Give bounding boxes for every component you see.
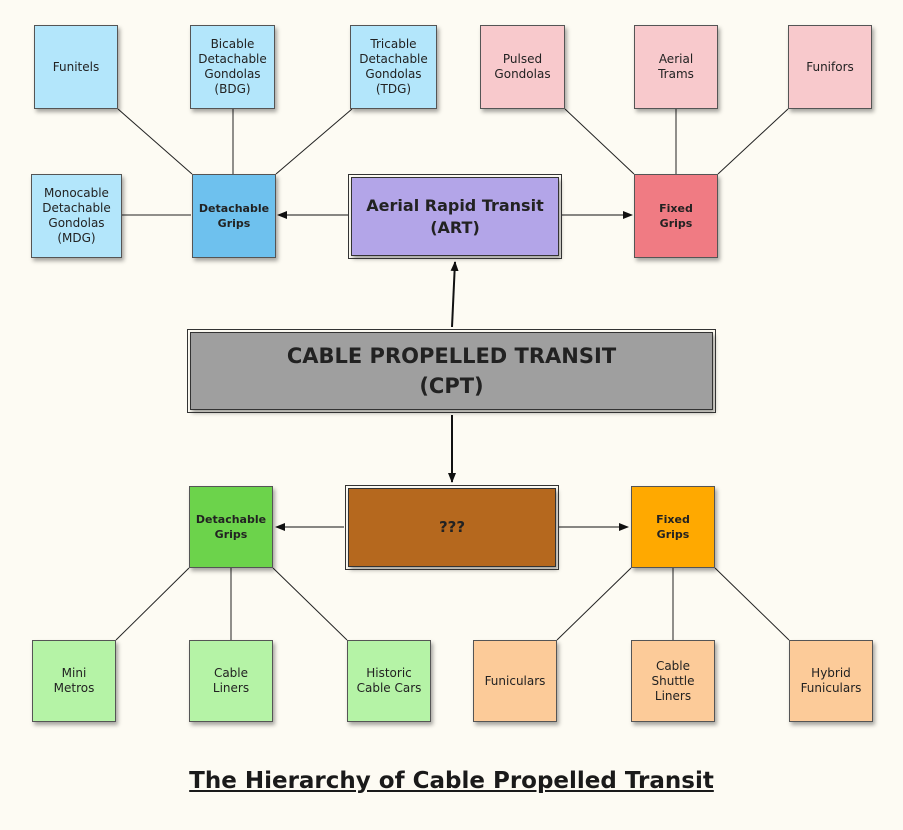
hybrid-funiculars-node: Hybrid Funiculars <box>789 640 873 722</box>
connector-line <box>714 567 790 641</box>
funiculars-node: Funiculars <box>473 640 557 722</box>
connector-line <box>117 108 193 175</box>
connector-line <box>564 108 635 175</box>
ground-fixed-grips-node: Fixed Grips <box>631 486 715 568</box>
diagram-caption: The Hierarchy of Cable Propelled Transit <box>189 768 714 794</box>
art-detachable-grips-node: Detachable Grips <box>192 174 276 258</box>
art-node: Aerial Rapid Transit (ART) <box>348 174 562 259</box>
cable-shuttle-liners-node: Cable Shuttle Liners <box>631 640 715 722</box>
connector-line <box>115 567 190 641</box>
cpt-root-node: CABLE PROPELLED TRANSIT (CPT) <box>187 329 716 413</box>
aerial-trams-node: Aerial Trams <box>634 25 718 109</box>
bdg-node: Bicable Detachable Gondolas (BDG) <box>190 25 275 109</box>
cable-liners-node: Cable Liners <box>189 640 273 722</box>
connector-line <box>717 108 789 175</box>
funifors-node: Funifors <box>788 25 872 109</box>
mdg-node: Monocable Detachable Gondolas (MDG) <box>31 174 122 258</box>
mini-metros-node: Mini Metros <box>32 640 116 722</box>
art-fixed-grips-node: Fixed Grips <box>634 174 718 258</box>
historic-cable-cars-node: Historic Cable Cars <box>347 640 431 722</box>
arrow-cpt-to-art <box>450 261 459 328</box>
unknown-node: ??? <box>345 485 559 570</box>
pulsed-gondolas-node: Pulsed Gondolas <box>480 25 565 109</box>
connector-line <box>272 567 348 641</box>
funitels-node: Funitels <box>34 25 118 109</box>
connector-line <box>275 108 353 175</box>
tdg-node: Tricable Detachable Gondolas (TDG) <box>350 25 437 109</box>
ground-detachable-grips-node: Detachable Grips <box>189 486 273 568</box>
connector-line <box>556 567 632 641</box>
